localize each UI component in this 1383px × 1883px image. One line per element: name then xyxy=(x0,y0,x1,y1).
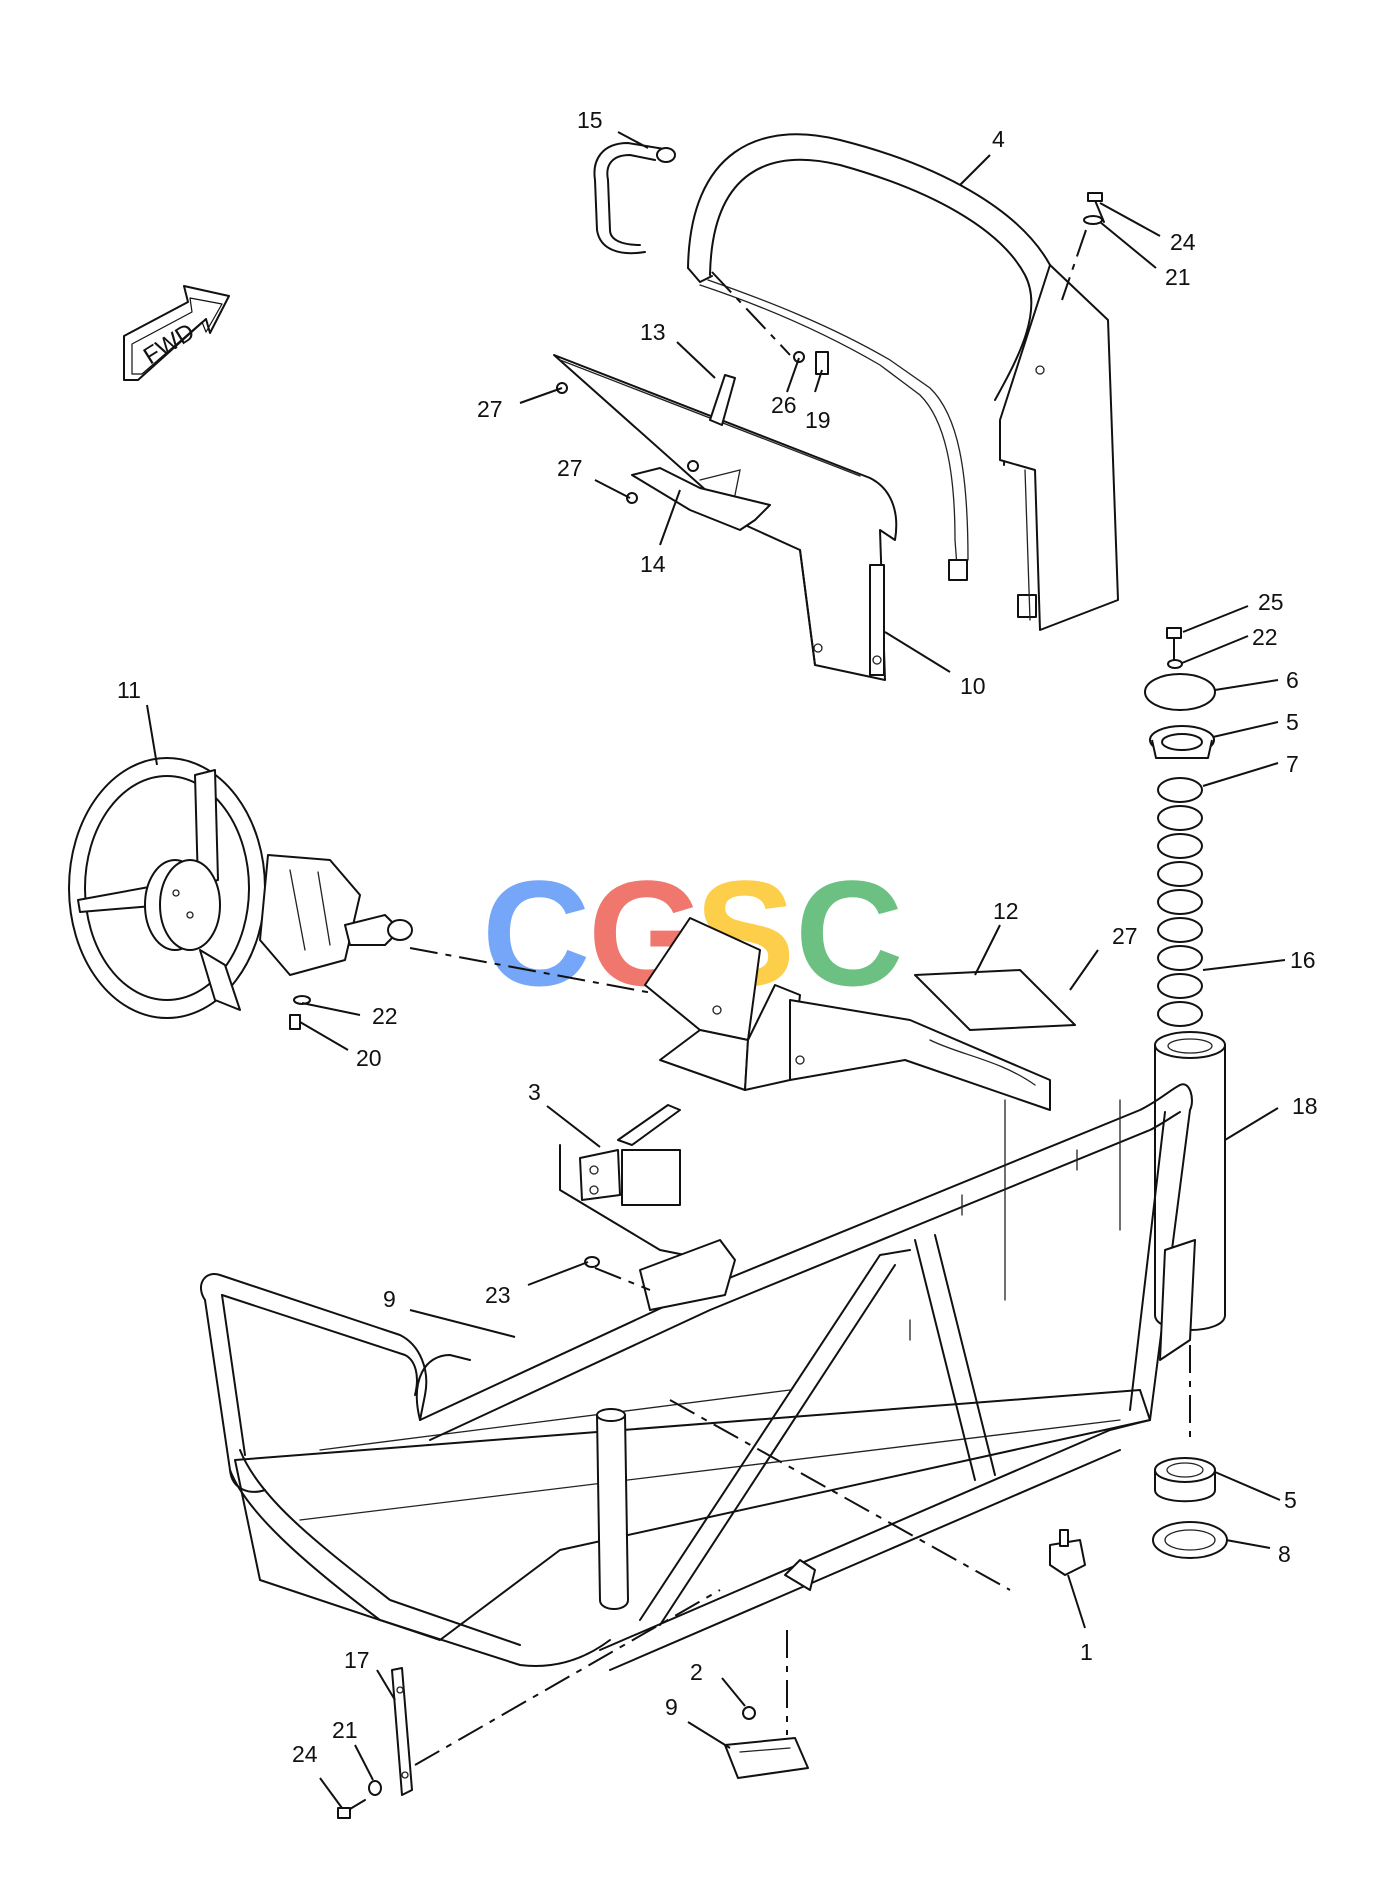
fwd-direction-arrow: FWD xyxy=(123,285,230,381)
callout-10: 10 xyxy=(960,673,986,699)
callout-7: 7 xyxy=(1286,751,1299,777)
leader-lines xyxy=(146,131,1286,1809)
callout-22: 22 xyxy=(372,1003,398,1029)
callout-15: 15 xyxy=(577,107,603,133)
steering-wheel xyxy=(68,757,266,1019)
callout-27: 27 xyxy=(1112,923,1138,949)
lower-hardware xyxy=(337,1399,1086,1819)
callout-9: 9 xyxy=(665,1694,678,1720)
callout-5: 5 xyxy=(1286,709,1299,735)
callout-14: 14 xyxy=(640,551,666,577)
callout-labels: 15 4 24 21 13 27 26 19 27 14 10 25 22 6 … xyxy=(117,107,1318,1767)
callout-21: 21 xyxy=(332,1717,358,1743)
callout-2: 2 xyxy=(690,1659,703,1685)
callout-21: 21 xyxy=(1165,264,1191,290)
callout-23: 23 xyxy=(485,1282,511,1308)
callout-13: 13 xyxy=(640,319,666,345)
callout-22: 22 xyxy=(1252,624,1278,650)
roll-bar xyxy=(687,133,1119,631)
callout-4: 4 xyxy=(992,126,1005,152)
seat-latch xyxy=(559,1104,736,1311)
callout-20: 20 xyxy=(356,1045,382,1071)
callout-1: 1 xyxy=(1080,1639,1093,1665)
watermark-letter-1: C xyxy=(482,849,590,1017)
seat-panel xyxy=(553,354,898,681)
small-fasteners-upper xyxy=(556,271,829,504)
callout-27: 27 xyxy=(557,455,583,481)
main-frame xyxy=(200,1083,1196,1671)
steering-mount xyxy=(644,917,1076,1111)
callout-11: 11 xyxy=(117,677,141,703)
callout-25: 25 xyxy=(1258,589,1284,615)
callout-17: 17 xyxy=(344,1647,370,1673)
callout-18: 18 xyxy=(1292,1093,1318,1119)
callout-6: 6 xyxy=(1286,667,1299,693)
callout-26: 26 xyxy=(771,392,797,418)
steering-column xyxy=(259,854,691,1030)
callout-19: 19 xyxy=(805,407,831,433)
watermark-letter-4: C xyxy=(795,849,903,1017)
callout-16: 16 xyxy=(1290,947,1316,973)
lower-bushing xyxy=(1152,1345,1228,1559)
callout-5: 5 xyxy=(1284,1487,1297,1513)
callout-24: 24 xyxy=(292,1741,318,1767)
hardware-24-21-top xyxy=(1061,192,1105,301)
callout-12: 12 xyxy=(993,898,1019,924)
callout-27: 27 xyxy=(477,396,503,422)
callout-24: 24 xyxy=(1170,229,1196,255)
callout-9: 9 xyxy=(383,1286,396,1312)
bushing-stack xyxy=(1144,627,1216,1027)
grab-handle xyxy=(593,142,676,255)
callout-3: 3 xyxy=(528,1079,541,1105)
callout-8: 8 xyxy=(1278,1541,1291,1567)
